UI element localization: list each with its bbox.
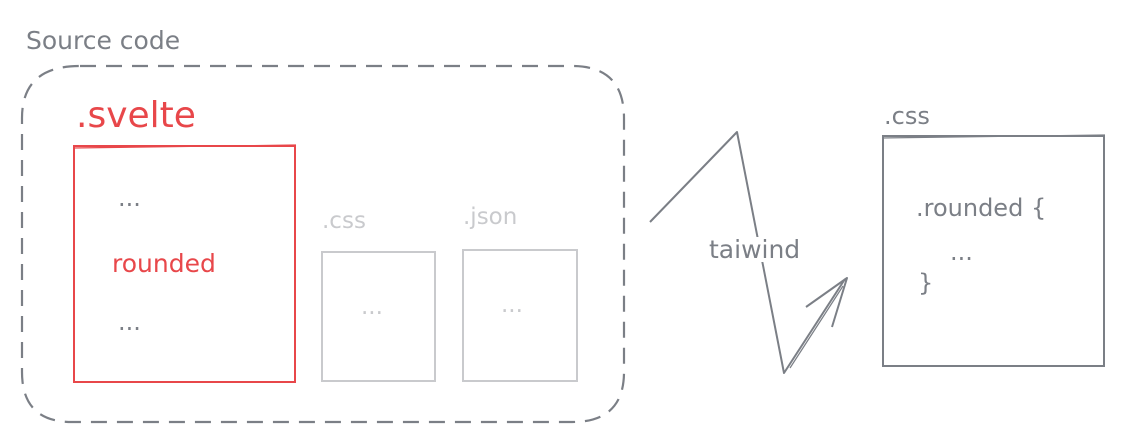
output-line-close: } xyxy=(918,269,934,297)
json-file-box-faded xyxy=(462,249,578,382)
output-css-file-label: .css xyxy=(884,102,930,130)
output-css-file-box xyxy=(882,135,1105,367)
output-line-selector: .rounded { xyxy=(916,194,1047,222)
svelte-line-3: ... xyxy=(118,308,141,336)
svelte-line-rounded: rounded xyxy=(112,249,216,278)
process-label: taiwind xyxy=(707,235,803,264)
json-file-label-faded: .json xyxy=(463,204,518,230)
json-file-content-faded: ... xyxy=(501,292,523,318)
css-file-label-faded: .css xyxy=(322,208,366,234)
svelte-file-label: .svelte xyxy=(76,95,196,136)
svelte-line-1: ... xyxy=(118,184,141,212)
css-file-box-faded xyxy=(321,251,436,382)
arrow-head xyxy=(805,277,848,328)
output-line-body: ... xyxy=(950,238,973,266)
source-code-title: Source code xyxy=(26,26,181,55)
css-file-content-faded: ... xyxy=(361,294,383,320)
source-code-group-border xyxy=(20,64,626,424)
